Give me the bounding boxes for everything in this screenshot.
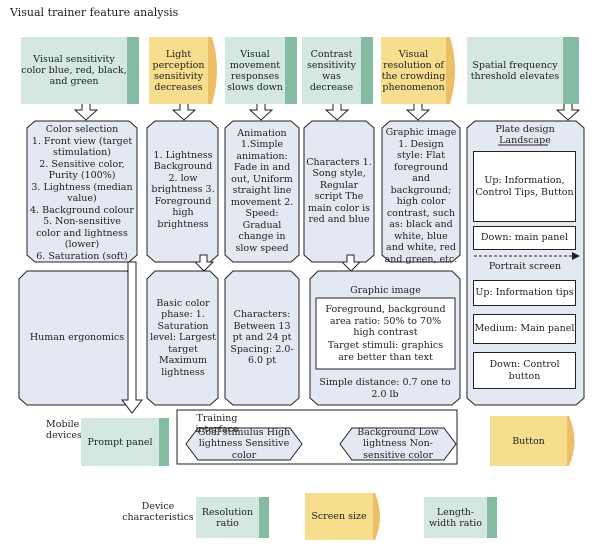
human-ergonomics-text: Human ergonomics [29,332,125,344]
resolution-ratio-text: Resolution ratio [201,506,254,529]
characters-shape [303,120,375,263]
color-selection-title: Color selection [45,124,119,135]
graphic-image-text: Graphic image 1. Design style: Flat fore… [384,127,458,265]
arrow-3 [248,102,274,121]
screen-size-box: Screen size [305,493,373,540]
header-spatial-frequency-text: Spatial frequency threshold elevates [470,59,560,82]
header-spatial-frequency: Spatial frequency threshold elevates [467,37,563,104]
resolution-ratio-box: Resolution ratio [196,497,259,538]
color-selection-item: 5. Non-sensitive color and lightness (lo… [36,216,128,250]
arrow-characters-down [340,254,362,272]
arrow-lightness-down [193,254,215,272]
lightness-text: 1. Lightness Background 2. low brightnes… [151,149,215,230]
header-4-tab [361,37,373,104]
landscape-up-text: Up: Information, Control Tips, Button [475,175,574,198]
resolution-ratio-tab [259,497,269,538]
length-width-ratio-text: Length-width ratio [429,506,482,529]
color-selection-item: 4. Background colour [30,204,134,216]
portrait-medium-box: Medium: Main panel [473,314,576,344]
characters-size-text: Characters: Between 13 pt and 24 pt Spac… [230,309,294,367]
arrow-5 [405,102,431,121]
color-selection-item: 2. Sensitive color, Purity (100%) [39,158,125,182]
portrait-medium-text: Medium: Main panel [474,323,575,335]
graphic-image-2-stimuli: Target stimuli: graphics are better than… [327,340,444,363]
prompt-panel-text: Prompt panel [87,436,153,448]
goal-hex [185,427,303,461]
landscape-down-text: Down: main panel [480,232,569,244]
portrait-up-box: Up: Information tips [473,280,576,306]
portrait-down-text: Down: Control button [489,359,560,382]
header-3-tab [285,37,297,104]
plate-design-title: Plate design [495,124,555,135]
header-visual-sensitivity: Visual sensitivity color blue, red, blac… [21,37,127,104]
characters-text: Characters 1. Song style, Regular script… [306,156,372,226]
graphic-image-shape [381,120,461,263]
basic-color-text: Basic color phase: 1. Saturation level: … [150,297,216,378]
header-6-tab [563,37,579,104]
mobile-devices-label: Mobile devices [46,419,82,441]
goal-stimulus-text: Goal stimulus High lightness Sensitive c… [197,426,291,461]
background-hex [339,427,457,461]
header-light-perception: Light perception sensitivity decreases [149,37,208,104]
header-visual-resolution: Visual resolution of the crowding phenom… [381,37,446,104]
graphic-image-2-distance: Simple distance: 0.7 one to 2.0 lb [319,377,451,400]
color-selection-item: 3. Lightness (median value) [31,181,133,205]
length-width-tab [487,497,497,538]
header-contrast-sensitivity: Contrast sensitivity was decrease [302,37,361,104]
length-width-ratio-box: Length-width ratio [424,497,487,538]
animation-box: Animation 1.Simple animation: Fade in an… [227,124,297,258]
screen-size-tab [373,493,380,540]
graphic-image-2-frame [315,297,456,370]
animation-shape [224,120,300,263]
header-visual-movement: Visual movement responses slows down [225,37,285,104]
training-interface-title: Training interface [195,413,239,435]
arrow-6 [555,102,581,121]
graphic-image-2-ratio: Foreground, background area ratio: 50% t… [325,304,446,338]
header-5-tab [446,37,455,104]
color-selection-item: 1. Front view (target stimulation) [31,135,133,159]
lightness-box: 1. Lightness Background 2. low brightnes… [150,124,216,256]
color-selection-box: Color selection 1. Front view (target st… [30,124,134,262]
basic-color-shape [146,270,219,406]
color-selection-item: 6. Saturation (soft) [36,250,128,262]
portrait-label: Portrait screen [488,261,562,272]
screen-size-text: Screen size [311,511,367,522]
header-light-perception-text: Light perception sensitivity decreases [152,48,205,93]
characters-size-shape [224,270,300,406]
animation-text: Animation 1.Simple animation: Fade in an… [230,127,294,254]
landscape-label: Landscape [499,135,551,146]
goal-stimulus-box: Goal stimulus High lightness Sensitive c… [192,426,296,461]
arrow-1 [73,102,99,121]
landscape-down-box: Down: main panel [473,226,576,250]
graphic-image-box: Graphic image 1. Design style: Flat fore… [384,127,458,265]
prompt-panel-box: Prompt panel [81,418,159,466]
diagram-title: Visual trainer feature analysis [10,6,179,19]
prompt-panel-tab [159,418,169,466]
portrait-up-text: Up: Information tips [475,287,574,299]
header-1-tab [127,37,139,104]
human-ergonomics-box: Human ergonomics [22,273,132,403]
graphic-image-2-title: Graphic image [350,285,421,296]
header-visual-resolution-text: Visual resolution of the crowding phenom… [381,48,446,93]
button-text: Button [512,435,545,447]
landscape-up-box: Up: Information, Control Tips, Button [473,151,576,222]
arrow-4 [324,102,350,121]
header-visual-sensitivity-text: Visual sensitivity color blue, red, blac… [21,54,127,87]
header-contrast-sensitivity-text: Contrast sensitivity was decrease [307,48,356,93]
characters-size-box: Characters: Between 13 pt and 24 pt Spac… [228,273,296,403]
basic-color-box: Basic color phase: 1. Saturation level: … [150,273,216,403]
button-tab [567,416,575,466]
background-text: Background Low lightness Non-sensitive c… [357,426,439,461]
header-2-tab [208,37,217,104]
portrait-arrowhead [572,252,580,260]
header-visual-movement-text: Visual movement responses slows down [227,48,283,93]
arrow-2 [171,102,197,121]
arrow-to-prompt [120,261,144,414]
background-box: Background Low lightness Non-sensitive c… [346,426,450,461]
device-characteristics-label: Device characteristics [122,501,194,523]
characters-box: Characters 1. Song style, Regular script… [306,124,372,258]
portrait-down-box: Down: Control button [473,352,576,389]
button-box: Button [490,416,567,466]
